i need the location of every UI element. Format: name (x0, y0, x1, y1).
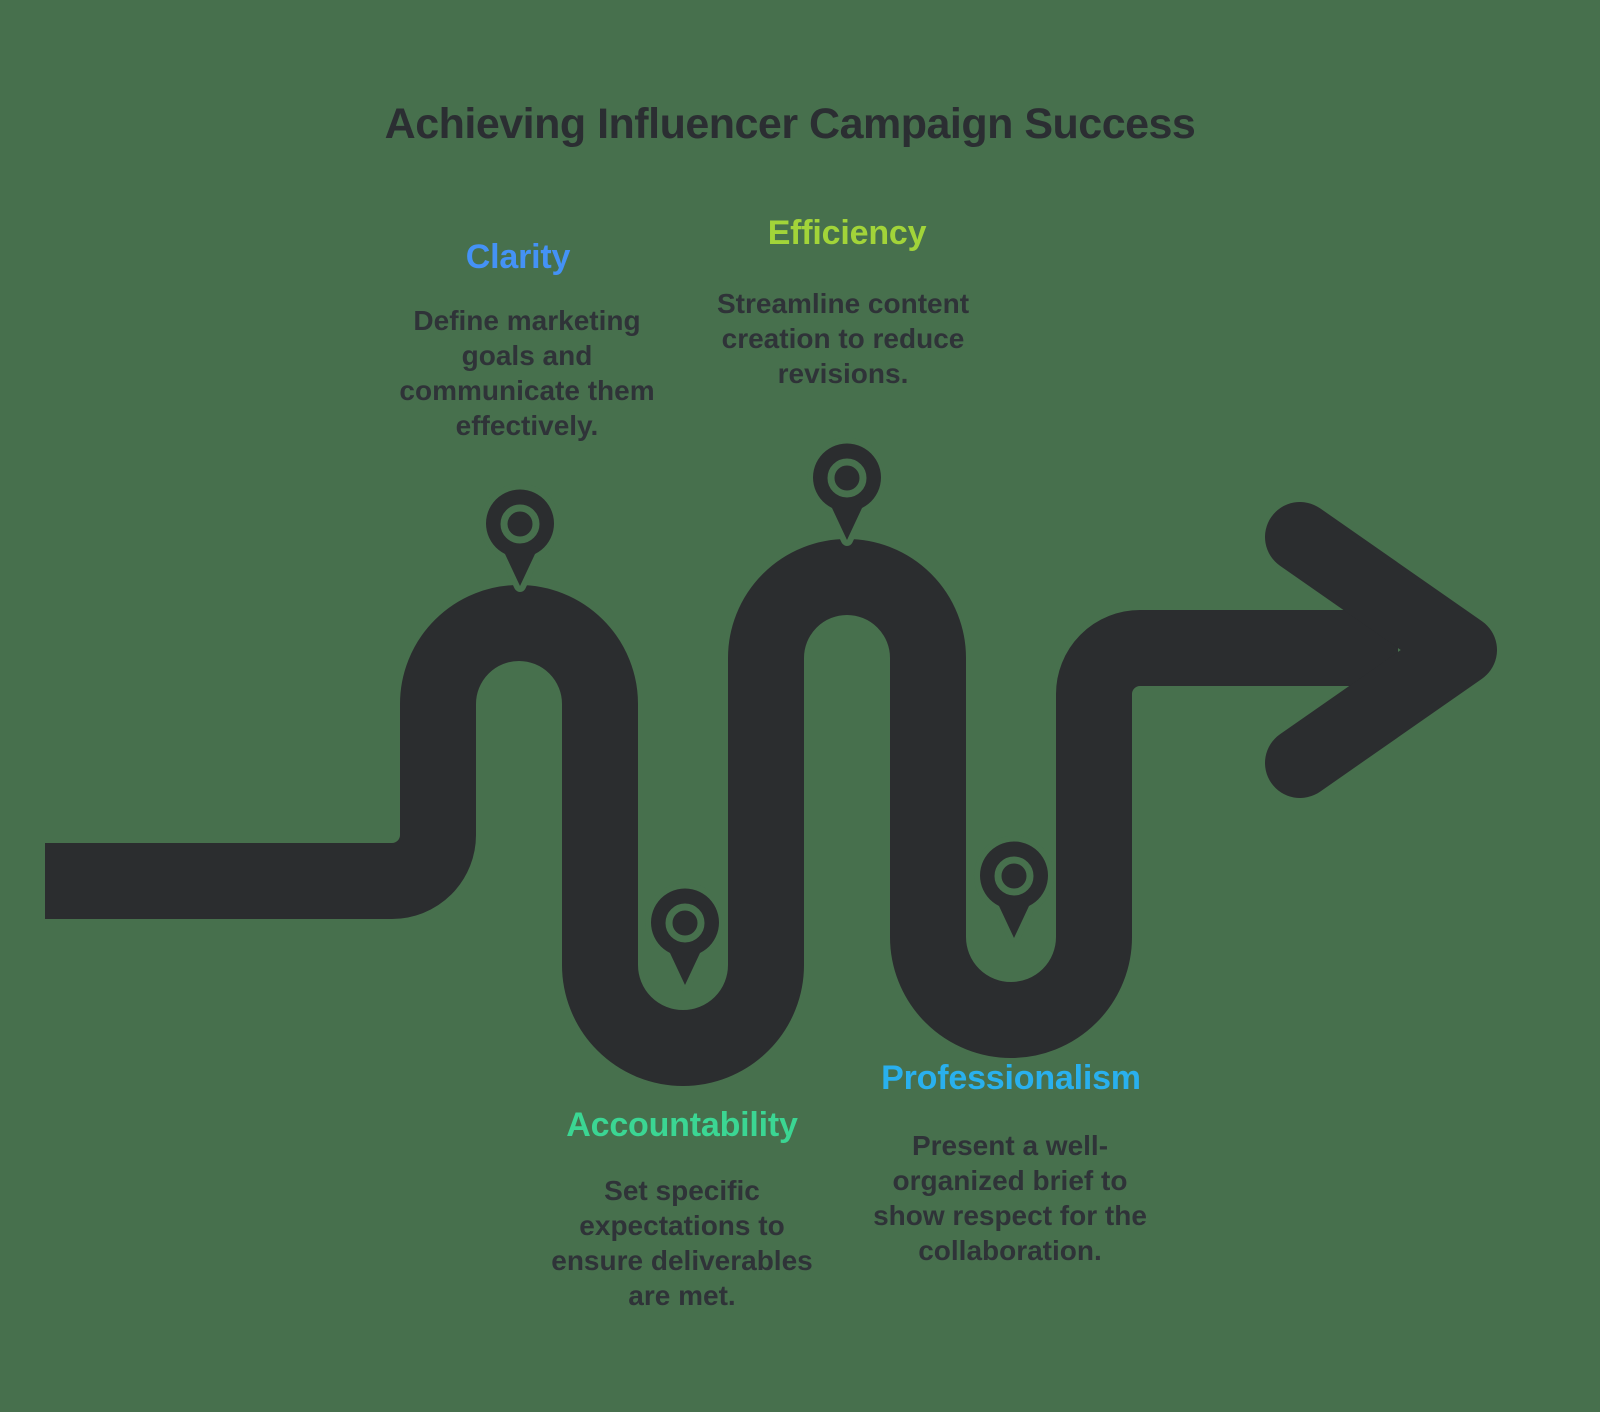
location-pin-icon (480, 483, 560, 592)
milestone-title: Professionalism (881, 1059, 1141, 1097)
milestone-title: Accountability (566, 1106, 798, 1144)
milestone-description: Streamline content creation to reduce re… (716, 288, 970, 389)
milestone-description: Set specific expectations to ensure deli… (551, 1175, 813, 1311)
journey-path (45, 539, 1398, 1086)
milestone-title: Clarity (465, 238, 571, 276)
location-pin-icon (974, 835, 1054, 944)
right-arrowhead-icon (1265, 502, 1497, 798)
page-title: Achieving Influencer Campaign Success (384, 100, 1196, 148)
location-pin-icon (807, 437, 887, 546)
milestone-title: Efficiency (767, 214, 927, 252)
milestone-description: Define marketing goals and communicate t… (399, 305, 655, 441)
location-pin-icon (645, 882, 725, 991)
milestone-description: Present a well- organized brief to show … (873, 1130, 1147, 1266)
